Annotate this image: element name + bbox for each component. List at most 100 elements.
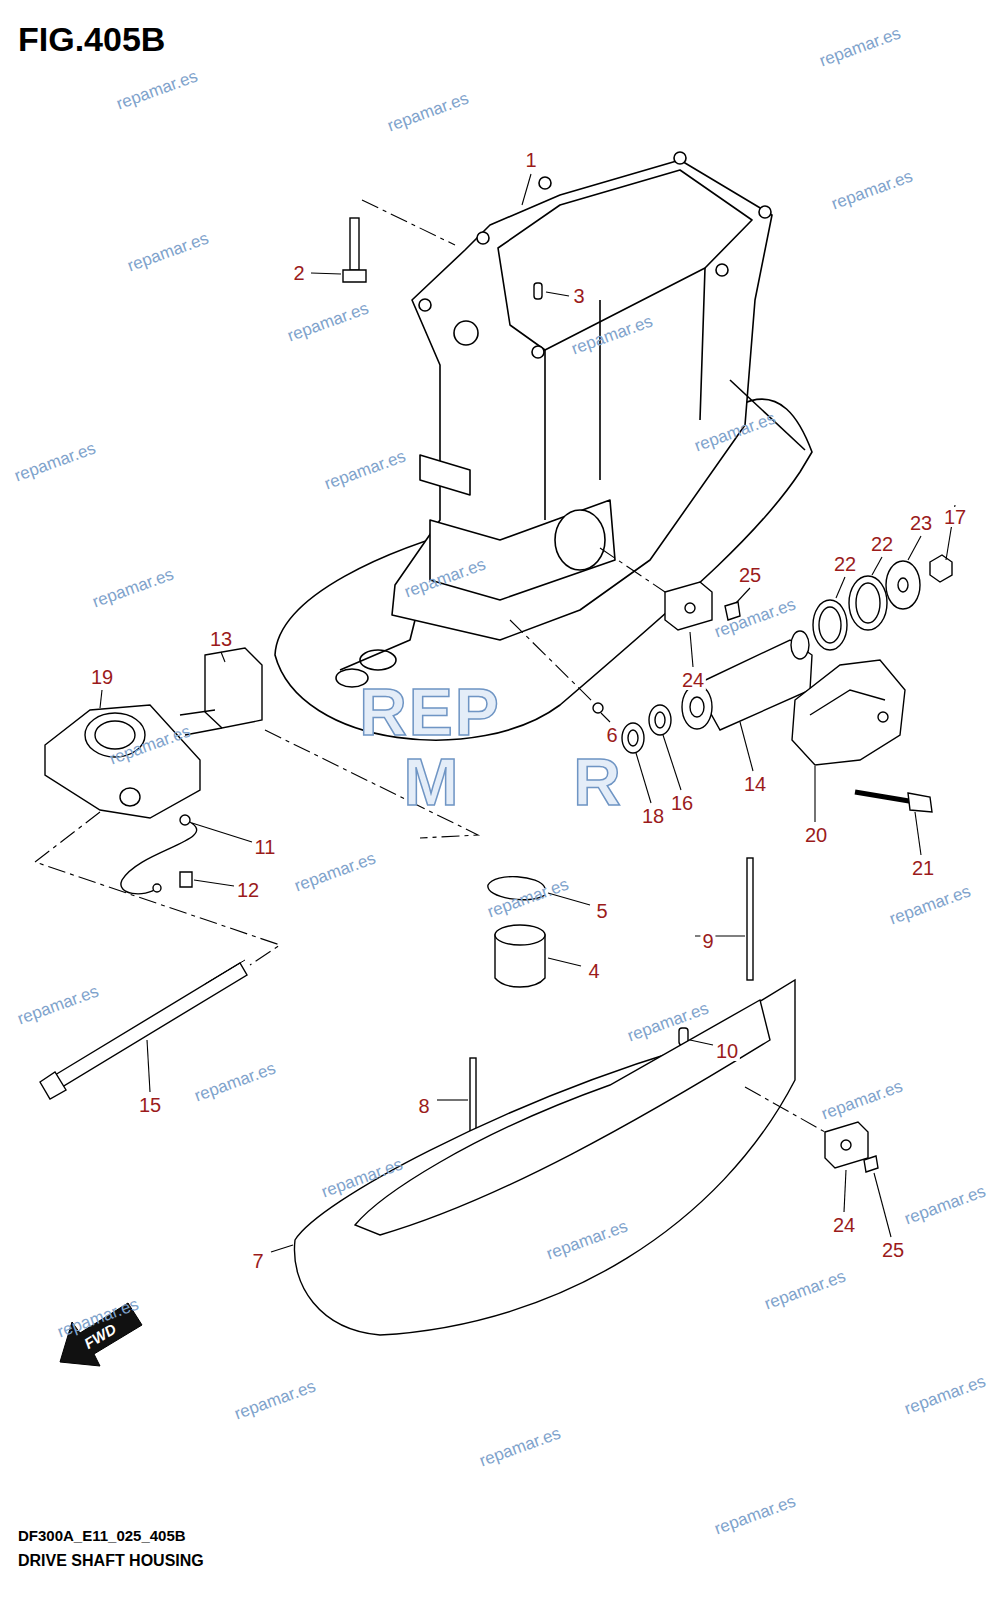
small-parts xyxy=(813,600,847,650)
leader-lines xyxy=(872,557,882,575)
housing-drawing xyxy=(545,268,705,520)
callout-number: 15 xyxy=(137,1095,163,1115)
small-parts xyxy=(855,792,915,802)
housing-drawing xyxy=(539,177,551,189)
small-parts xyxy=(841,1140,851,1150)
leader-lines xyxy=(908,536,921,560)
assembly-lines xyxy=(745,1087,825,1132)
small-parts xyxy=(55,963,247,1087)
leader-lines xyxy=(548,958,581,966)
watermark: repamar.es xyxy=(485,875,571,920)
small-parts xyxy=(864,1156,878,1172)
leader-lines xyxy=(437,1099,468,1100)
watermark: repamar.es xyxy=(887,882,973,927)
watermark: repamar.es xyxy=(385,89,471,134)
watermark: repamar.es xyxy=(90,565,176,610)
callout-number: 14 xyxy=(742,774,768,794)
callout-number: 25 xyxy=(737,565,763,585)
small-parts xyxy=(40,218,952,1335)
callout-number: 19 xyxy=(89,667,115,687)
small-parts xyxy=(205,648,262,728)
assembly-lines xyxy=(600,548,665,592)
watermark: repamar.es xyxy=(902,1372,988,1417)
small-parts xyxy=(682,685,712,729)
callout-number: 11 xyxy=(253,837,278,857)
callout-number: 1 xyxy=(523,150,538,170)
housing-drawing xyxy=(275,152,812,740)
small-parts xyxy=(350,218,359,270)
leader-lines xyxy=(690,1040,713,1045)
small-parts xyxy=(886,561,920,609)
leader-lines xyxy=(915,812,921,855)
watermark: repamar.es xyxy=(232,1377,318,1422)
callout-number: 8 xyxy=(416,1096,431,1116)
callout-number: 13 xyxy=(208,629,234,649)
leader-lines xyxy=(636,753,651,803)
watermark: repamar.es xyxy=(322,447,408,492)
assembly-lines xyxy=(265,730,478,838)
watermark: repamar.es xyxy=(762,1267,848,1312)
small-parts xyxy=(810,690,885,715)
callout-number: 3 xyxy=(571,286,586,306)
watermark: repamar.es xyxy=(477,1424,563,1469)
housing-drawing xyxy=(759,206,771,218)
watermark: repamar.es xyxy=(114,67,200,112)
small-parts xyxy=(849,576,887,630)
housing-drawing xyxy=(420,455,470,495)
housing-drawing xyxy=(430,500,615,600)
small-parts xyxy=(690,697,704,717)
leader-lines xyxy=(546,292,569,296)
small-parts xyxy=(825,1122,868,1168)
callout-number: 25 xyxy=(880,1240,906,1260)
logo-letters: M xyxy=(404,749,461,815)
logo-letters: REP xyxy=(359,679,501,745)
small-parts xyxy=(908,793,932,812)
small-parts xyxy=(593,703,603,713)
assembly-lines xyxy=(35,200,825,1132)
watermark: repamar.es xyxy=(712,1492,798,1537)
leader-lines xyxy=(736,588,750,603)
assembly-lines xyxy=(510,620,594,703)
leader-lines xyxy=(740,722,753,771)
leader-lines xyxy=(601,713,610,722)
leader-lines xyxy=(690,632,693,667)
callout-number: 17 xyxy=(942,507,968,527)
small-parts xyxy=(819,607,841,643)
housing-drawing xyxy=(454,321,478,345)
small-parts xyxy=(180,872,192,887)
leader-lines xyxy=(844,1170,846,1212)
small-parts xyxy=(878,712,888,722)
small-parts xyxy=(792,660,905,765)
small-parts xyxy=(791,631,809,659)
leader-lines xyxy=(147,1040,150,1092)
small-parts xyxy=(343,270,366,282)
callout-number: 9 xyxy=(700,931,715,951)
small-parts xyxy=(856,583,880,623)
small-parts xyxy=(205,960,245,984)
figure-caption: DRIVE SHAFT HOUSING xyxy=(18,1553,204,1569)
small-parts xyxy=(355,1000,770,1235)
watermark: repamar.es xyxy=(712,595,798,640)
small-parts xyxy=(628,730,638,746)
callout-number: 21 xyxy=(910,858,936,878)
watermark: repamar.es xyxy=(15,982,101,1027)
small-parts xyxy=(120,788,140,806)
small-parts xyxy=(622,723,644,753)
callout-number: 24 xyxy=(680,670,706,690)
assembly-lines xyxy=(362,200,455,245)
watermark: repamar.es xyxy=(829,167,915,212)
housing-drawing xyxy=(532,346,544,358)
watermark: repamar.es xyxy=(817,24,903,69)
callout-number: 2 xyxy=(291,263,306,283)
housing-drawing xyxy=(716,264,728,276)
leader-lines xyxy=(100,690,102,708)
housing-drawing xyxy=(477,232,489,244)
leader-lines xyxy=(836,577,845,598)
small-parts xyxy=(655,712,665,728)
leader-lines xyxy=(814,766,815,822)
housing-drawing xyxy=(392,160,772,640)
callout-number: 18 xyxy=(640,806,666,826)
small-parts xyxy=(665,582,712,630)
small-parts xyxy=(294,980,795,1335)
